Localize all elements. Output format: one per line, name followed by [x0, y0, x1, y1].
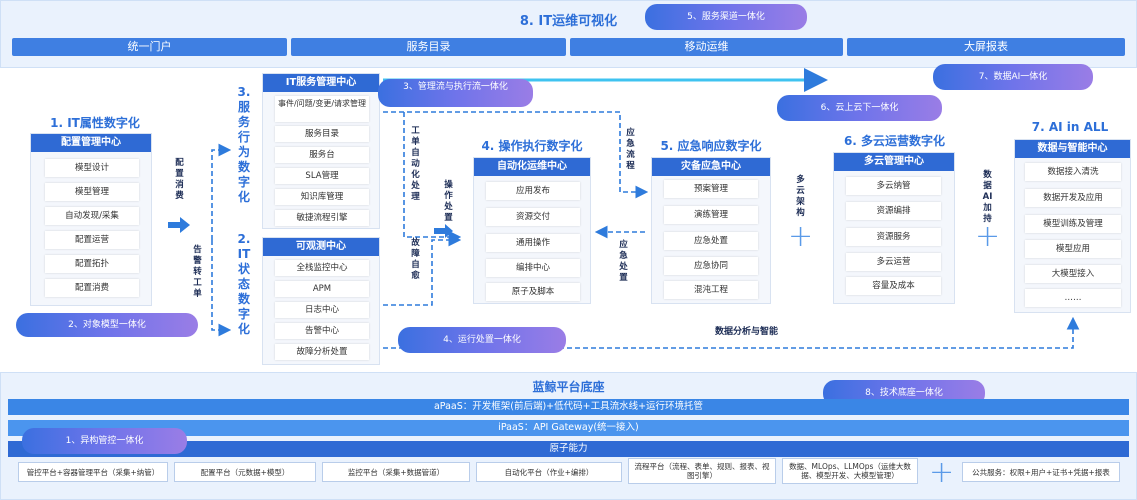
list-item[interactable]: 模型应用: [1025, 240, 1121, 258]
observability-header: 可观测中心: [263, 238, 379, 256]
label-data-ai: 数据AI加持: [982, 170, 993, 224]
automation-header: 自动化运维中心: [474, 158, 590, 176]
list-item[interactable]: 模型管理: [45, 183, 139, 201]
plus-icon: +: [929, 455, 955, 490]
tab-service-catalog[interactable]: 服务目录: [291, 38, 566, 56]
list-item[interactable]: 应用发布: [486, 182, 580, 200]
list-item[interactable]: 告警中心: [275, 323, 369, 339]
config-mgmt-panel: 配置管理中心 模型设计 模型管理 自动发现/采集 配置运营 配置拓扑 配置消费: [30, 133, 152, 306]
pill-hetero: 1、异构管控一体化: [22, 428, 187, 454]
pill-cloud: 6、云上云下一体化: [777, 95, 942, 121]
list-item[interactable]: 多云运营: [846, 253, 941, 271]
list-item[interactable]: ……: [1025, 289, 1121, 307]
list-item[interactable]: 应急协同: [664, 257, 758, 275]
atomic-strip: 原子能力: [8, 441, 1129, 457]
list-item[interactable]: 资源服务: [846, 228, 941, 246]
list-item[interactable]: 应急处置: [664, 232, 758, 250]
list-item[interactable]: 混沌工程: [664, 281, 758, 299]
list-item[interactable]: 大模型接入: [1025, 265, 1121, 283]
cap-item[interactable]: 监控平台（采集+数据管道）: [322, 462, 470, 482]
col7-title: 7. AI in ALL: [1031, 120, 1109, 134]
list-item[interactable]: 模型训练及管理: [1025, 215, 1121, 233]
col2-vtitle: 2.IT状态数字化: [237, 232, 251, 336]
label-emergency-flow: 应急流程: [626, 128, 635, 171]
pill-service-channel: 5、服务渠道一体化: [645, 4, 807, 30]
list-item[interactable]: 知识库管理: [275, 189, 369, 205]
cap-item[interactable]: 配置平台（元数据+模型）: [174, 462, 316, 482]
list-item[interactable]: 资源交付: [486, 208, 580, 226]
list-item[interactable]: 演练管理: [664, 206, 758, 224]
pill-data-ai: 7、数据AI一体化: [933, 64, 1093, 90]
platform-title: 蓝鲸平台底座: [532, 380, 605, 394]
list-item[interactable]: 数据开发及应用: [1025, 189, 1121, 207]
tab-portal[interactable]: 统一门户: [12, 38, 287, 56]
disaster-panel: 灾备应急中心 预案管理 演练管理 应急处置 应急协同 混沌工程: [651, 157, 771, 304]
observability-panel: 可观测中心 全栈监控中心 APM 日志中心 告警中心 故障分析处置: [262, 237, 380, 365]
list-item[interactable]: 通用操作: [486, 234, 580, 252]
list-item[interactable]: 配置拓扑: [45, 255, 139, 273]
data-ai-header: 数据与智能中心: [1015, 140, 1130, 158]
list-item[interactable]: 资源编排: [846, 202, 941, 220]
col1-title: 1. IT属性数字化: [50, 116, 140, 130]
label-ticket-auto: 工单自动化处理: [411, 126, 420, 202]
pill-run-handle: 4、运行处置一体化: [398, 327, 566, 353]
data-ai-panel: 数据与智能中心 数据接入清洗 数据开发及应用 模型训练及管理 模型应用 大模型接…: [1014, 139, 1131, 313]
list-item[interactable]: 日志中心: [275, 302, 369, 318]
tab-big-screen[interactable]: 大屏报表: [847, 38, 1125, 56]
list-item[interactable]: 多云纳管: [846, 177, 941, 195]
ipaas-strip: iPaaS：API Gateway(统一接入): [8, 420, 1129, 436]
cap-item[interactable]: 流程平台（流程、表单、规则、报表、视图引擎）: [628, 458, 776, 484]
list-item[interactable]: 配置运营: [45, 231, 139, 249]
list-item[interactable]: 事件/问题/变更/请求管理: [275, 96, 369, 122]
col5-title: 5. 应急响应数字化: [660, 139, 762, 153]
cap-item[interactable]: 数据、MLOps、LLMOps（运维大数据、模型开发、大模型管理）: [782, 458, 918, 484]
label-fault-heal: 故障自愈: [411, 238, 420, 281]
plus-icon: +: [975, 219, 1001, 254]
plus-icon: +: [788, 219, 814, 254]
list-item[interactable]: 原子及脚本: [486, 283, 580, 301]
top-band: [0, 0, 1137, 68]
pill-object-model: 2、对象模型一体化: [16, 313, 198, 337]
list-item[interactable]: 全栈监控中心: [275, 260, 369, 276]
list-item[interactable]: 服务台: [275, 147, 369, 163]
label-emergency-handle: 应急处置: [619, 240, 628, 283]
col4-title: 4. 操作执行数字化: [481, 139, 583, 153]
apaas-strip: aPaaS：开发框架(前后端)+低代码+工具流水线+运行环境托管: [8, 399, 1129, 415]
col3-vtitle: 3.服务行为数字化: [237, 85, 251, 204]
list-item[interactable]: 预案管理: [664, 180, 758, 198]
automation-panel: 自动化运维中心 应用发布 资源交付 通用操作 编排中心 原子及脚本: [473, 157, 591, 304]
list-item[interactable]: 配置消费: [45, 279, 139, 297]
list-item[interactable]: 敏捷流程引擎: [275, 210, 369, 226]
cap-item[interactable]: 自动化平台（作业+编排）: [476, 462, 622, 482]
list-item[interactable]: 数据接入清洗: [1025, 163, 1121, 181]
list-item[interactable]: SLA管理: [275, 168, 369, 184]
itsm-panel: IT服务管理中心 事件/问题/变更/请求管理 服务目录 服务台 SLA管理 知识…: [262, 73, 380, 229]
list-item[interactable]: 容量及成本: [846, 277, 941, 295]
config-mgmt-header: 配置管理中心: [31, 134, 151, 152]
list-item[interactable]: 故障分析处置: [275, 344, 369, 360]
cap-item[interactable]: 公共服务：权限+用户+证书+凭据+报表: [962, 462, 1120, 482]
label-alarm-ticket: 告警转工单: [193, 245, 202, 299]
multicloud-header: 多云管理中心: [834, 153, 954, 171]
col6-title: 6. 多云运营数字化: [843, 134, 946, 148]
list-item[interactable]: 自动发现/采集: [45, 207, 139, 225]
disaster-header: 灾备应急中心: [652, 158, 770, 176]
list-item[interactable]: 模型设计: [45, 159, 139, 177]
pill-mgmt-exec: 3、管理流与执行流一体化: [378, 79, 533, 107]
list-item[interactable]: 服务目录: [275, 126, 369, 142]
label-data-analysis: 数据分析与智能: [715, 327, 779, 337]
list-item[interactable]: 编排中心: [486, 259, 580, 277]
tab-mobile-ops[interactable]: 移动运维: [570, 38, 843, 56]
label-op-handle: 操作处置: [444, 180, 453, 223]
itsm-header: IT服务管理中心: [263, 74, 379, 92]
list-item[interactable]: APM: [275, 281, 369, 297]
multicloud-panel: 多云管理中心 多云纳管 资源编排 资源服务 多云运营 容量及成本: [833, 152, 955, 304]
label-multicloud: 多云架构: [796, 175, 805, 218]
page-title: 8. IT运维可视化: [519, 14, 618, 29]
cap-item[interactable]: 管控平台+容器管理平台（采集+纳管）: [18, 462, 168, 482]
label-config-consume: 配置消费: [175, 158, 184, 201]
